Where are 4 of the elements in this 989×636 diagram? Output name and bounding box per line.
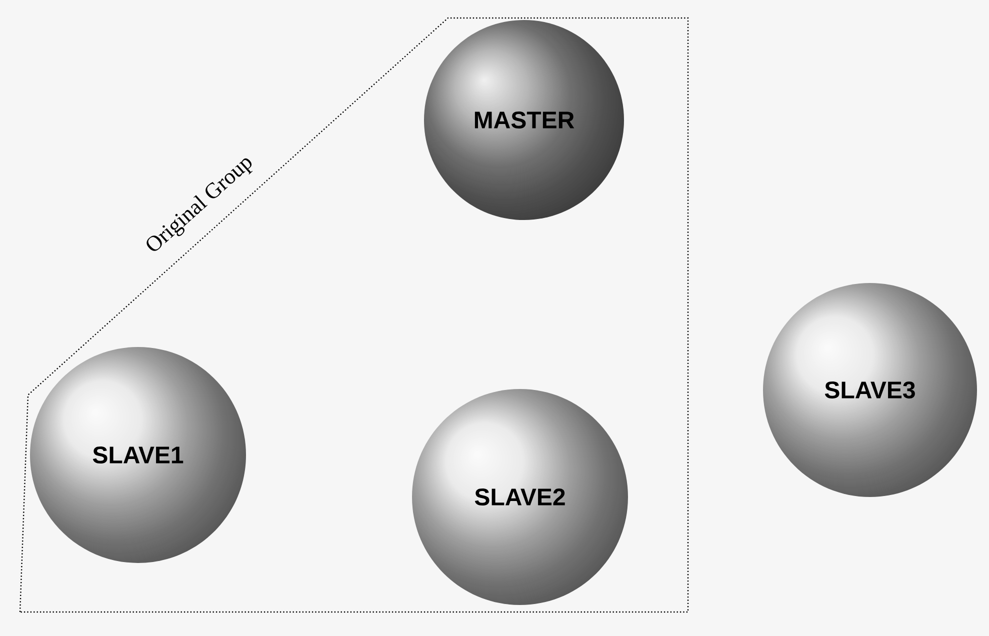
sphere: SLAVE1 xyxy=(92,446,184,464)
sphere: SLAVE2 xyxy=(474,488,565,506)
sphere: SLAVE3 xyxy=(824,381,915,398)
sphere: MASTER xyxy=(474,112,574,128)
